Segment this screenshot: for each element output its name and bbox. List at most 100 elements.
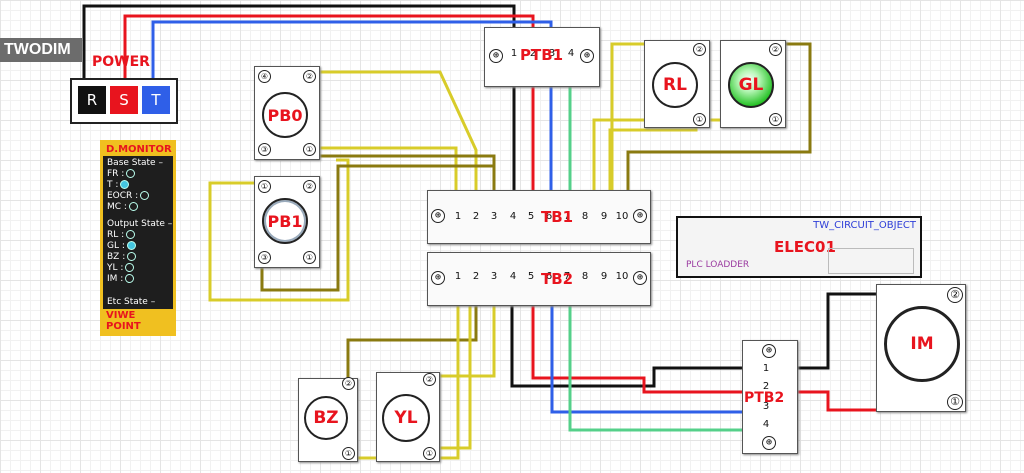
wire-pb0-1b xyxy=(308,154,496,196)
ptb2-block[interactable]: ⊕ ⊕ 1 2 3 4 xyxy=(742,340,798,454)
yl-term-1[interactable]: ① xyxy=(423,447,436,460)
ptb1-label: PTB1 xyxy=(520,46,564,64)
pb1-term-4[interactable]: ① xyxy=(303,251,316,264)
wire-tb2-2-yl1 xyxy=(428,298,472,450)
rl-term-1[interactable]: ① xyxy=(693,113,706,126)
wire-tb2-3-bz xyxy=(346,298,478,380)
status-dot xyxy=(126,169,136,178)
tb2-num-7: 7 xyxy=(563,271,571,282)
pb1-term-1[interactable]: ① xyxy=(258,180,271,193)
rl-lamp: RL xyxy=(652,62,698,108)
tb2-label: TB2 xyxy=(541,270,574,288)
monitor-base-mc: MC : xyxy=(107,202,169,213)
ptb1-num-1: 1 xyxy=(510,48,518,59)
status-dot xyxy=(128,202,138,211)
tb1-num-7: 7 xyxy=(563,211,571,222)
tb2-num-10: 10 xyxy=(615,271,629,282)
tb2-num-1: 1 xyxy=(454,271,462,282)
status-dot xyxy=(140,191,150,200)
ptb1-num-3: 3 xyxy=(548,48,556,59)
status-dot xyxy=(125,263,135,272)
rl-term-2[interactable]: ② xyxy=(693,43,706,56)
tb1-num-6: 6 xyxy=(545,211,553,222)
pb0-term-4[interactable]: ④ xyxy=(258,70,271,83)
ptb1-num-4: 4 xyxy=(567,48,575,59)
power-t-terminal[interactable]: T xyxy=(142,86,170,114)
tb1-num-5: 5 xyxy=(527,211,535,222)
ptb2-screw-top[interactable]: ⊕ xyxy=(762,344,776,358)
ptb1-block[interactable]: ⊕ ⊕ 1 2 3 4 xyxy=(484,27,600,87)
ptb2-num-2: 2 xyxy=(762,381,770,392)
status-dot xyxy=(126,230,136,239)
ptb2-screw-bottom[interactable]: ⊕ xyxy=(762,436,776,450)
tb1-num-10: 10 xyxy=(615,211,629,222)
circuit-object-panel[interactable]: TW_CIRCUIT_OBJECT ELEC01 PLC LOADDER xyxy=(676,216,922,278)
wire-s-red xyxy=(123,14,535,80)
wire-tb1-10-gl2 xyxy=(626,42,812,196)
power-supply: R S T xyxy=(70,78,178,124)
bz-term-1[interactable]: ① xyxy=(342,447,355,460)
tb1-label: TB1 xyxy=(541,208,574,226)
ptb2-label: PTB2 xyxy=(744,390,785,406)
pb0-term-3[interactable]: ③ xyxy=(258,143,271,156)
pb0-button[interactable]: PB0 xyxy=(262,92,308,138)
gl-term-1[interactable]: ① xyxy=(769,113,782,126)
monitor-output-header: Output State – xyxy=(107,219,173,229)
tb1-num-2: 2 xyxy=(472,211,480,222)
status-dot-on xyxy=(126,241,136,250)
monitor-title: D.MONITOR xyxy=(103,143,173,156)
wire-tb2-8-ptb2-4 xyxy=(568,298,766,432)
power-s-terminal[interactable]: S xyxy=(110,86,138,114)
ptb1-screw-left[interactable]: ⊕ xyxy=(489,49,503,63)
wire-pb1-4 xyxy=(208,158,350,302)
monitor-output-rl: RL : xyxy=(107,230,169,241)
status-dot-on xyxy=(120,180,130,189)
im-term-1[interactable]: ① xyxy=(947,394,963,410)
monitor-footer[interactable]: VIWE POINT xyxy=(103,309,173,333)
pb1-term-2[interactable]: ② xyxy=(303,180,316,193)
wire-tb1-9-rl1 xyxy=(608,120,698,196)
wire-tb1-8-gl xyxy=(592,118,772,196)
ptb2-num-4: 4 xyxy=(762,419,770,430)
logo-text: TWODIM xyxy=(4,41,71,58)
gl-term-2[interactable]: ② xyxy=(769,43,782,56)
ptb1-screw-right[interactable]: ⊕ xyxy=(580,49,594,63)
circuit-object-name: ELEC01 xyxy=(774,238,836,256)
wire-pb0-1 xyxy=(308,146,458,196)
monitor-base-t: T : xyxy=(107,180,169,191)
yl-lamp: YL xyxy=(382,394,430,442)
monitor-base-eocr: EOCR : xyxy=(107,191,169,202)
tb1-screw-right[interactable]: ⊕ xyxy=(633,209,647,223)
tb1-screw-left[interactable]: ⊕ xyxy=(431,209,445,223)
monitor-base-header: Base State – xyxy=(107,158,163,168)
d-monitor-panel: D.MONITOR Base State – FR : T : EOCR : M… xyxy=(100,140,176,336)
tb2-num-5: 5 xyxy=(527,271,535,282)
tb1-num-3: 3 xyxy=(490,211,498,222)
pb0-term-2[interactable]: ② xyxy=(303,70,316,83)
wire-tb2-5-ptb2-1 xyxy=(510,298,786,388)
tb1-num-8: 8 xyxy=(581,211,589,222)
logo: TWODIM xyxy=(0,38,82,62)
power-r-terminal[interactable]: R xyxy=(78,86,106,114)
pb1-button[interactable]: PB1 xyxy=(262,198,308,244)
wire-tb2-4-yl xyxy=(428,298,496,378)
tb2-num-4: 4 xyxy=(509,271,517,282)
pb0-term-1[interactable]: ① xyxy=(303,143,316,156)
tb2-screw-left[interactable]: ⊕ xyxy=(431,271,445,285)
ptb1-num-2: 2 xyxy=(529,48,537,59)
pb1-term-3[interactable]: ③ xyxy=(258,251,271,264)
tb2-screw-right[interactable]: ⊕ xyxy=(633,271,647,285)
wire-tb2-7-ptb2-3 xyxy=(550,298,766,414)
tb2-num-9: 9 xyxy=(600,271,608,282)
tb1-block[interactable]: ⊕ ⊕ 1 2 3 4 5 6 7 8 9 10 xyxy=(427,190,651,244)
im-term-2[interactable]: ② xyxy=(947,287,963,303)
bz-buzzer: BZ xyxy=(304,396,348,440)
bz-term-2[interactable]: ② xyxy=(342,377,355,390)
monitor-output-im: IM : xyxy=(107,274,169,285)
yl-term-2[interactable]: ② xyxy=(423,373,436,386)
tb1-num-9: 9 xyxy=(600,211,608,222)
tb2-block[interactable]: ⊕ ⊕ 1 2 3 4 5 6 7 8 9 10 xyxy=(427,252,651,306)
tb2-num-3: 3 xyxy=(490,271,498,282)
tb2-num-8: 8 xyxy=(581,271,589,282)
tb2-num-2: 2 xyxy=(472,271,480,282)
